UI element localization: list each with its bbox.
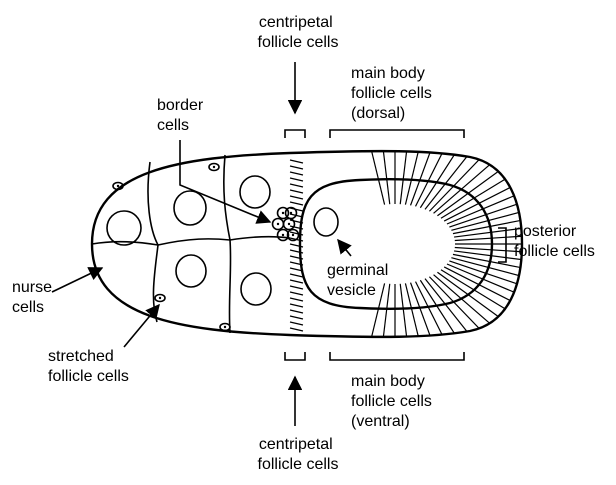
follicle-cell-boundary xyxy=(437,272,515,329)
label-stretched: stretched follicle cells xyxy=(48,348,129,385)
follicle-cell-boundary xyxy=(416,282,454,357)
follicle-cell-boundary xyxy=(365,126,384,205)
centripetal-cell-boundary xyxy=(290,316,303,319)
centripetal-cell-boundary xyxy=(290,298,303,301)
centripetal-cell-boundary xyxy=(290,190,303,193)
label-centripetal-top: centripetal follicle cells xyxy=(258,14,339,51)
bracket-centripetal-bottom xyxy=(285,352,305,360)
follicle-cell-boundary xyxy=(416,131,454,206)
arrow-nurse-cells xyxy=(52,268,102,292)
label-germinal-vesicle: germinal vesicle xyxy=(327,262,393,299)
bracket-centripetal-top xyxy=(285,130,305,138)
label-border-cells: border cells xyxy=(157,97,208,134)
label-main-body-ventral: main body follicle cells (ventral) xyxy=(351,373,436,430)
centripetal-cell-boundary xyxy=(290,286,303,289)
border-cell-cluster xyxy=(273,208,299,241)
centripetal-cell-boundary xyxy=(290,160,303,163)
bracket-ventral xyxy=(330,352,464,360)
centripetal-cell-boundary xyxy=(290,328,303,331)
label-main-body-dorsal: main body follicle cells (dorsal) xyxy=(351,65,436,122)
stretched-follicle-nuclei xyxy=(113,164,230,331)
centripetal-cell-boundary xyxy=(290,322,303,325)
centripetal-cell-boundary xyxy=(290,196,303,199)
bracket-dorsal xyxy=(330,130,464,138)
centripetal-cell-boundary xyxy=(290,304,303,307)
centripetal-cell-boundary xyxy=(290,172,303,175)
label-posterior: posterior follicle cells xyxy=(514,223,595,260)
follicle-cell-boundary xyxy=(437,159,515,216)
label-nurse-cells: nurse cells xyxy=(12,279,56,316)
arrow-germinal-vesicle xyxy=(338,240,351,256)
centripetal-cell-boundary xyxy=(290,280,303,283)
germinal-vesicle xyxy=(314,208,338,236)
centripetal-cell-boundary xyxy=(290,184,303,187)
centripetal-cell-boundary xyxy=(290,166,303,169)
centripetal-cell-boundary xyxy=(290,178,303,181)
centripetal-cell-boundary xyxy=(290,292,303,295)
label-centripetal-bottom: centripetal follicle cells xyxy=(258,436,339,473)
centripetal-cell-boundary xyxy=(290,274,303,277)
centripetal-cell-boundary xyxy=(290,310,303,313)
centripetal-cell-boundary xyxy=(290,202,303,205)
nurse-cell-boundaries xyxy=(92,155,290,333)
egg-chamber xyxy=(92,124,565,364)
